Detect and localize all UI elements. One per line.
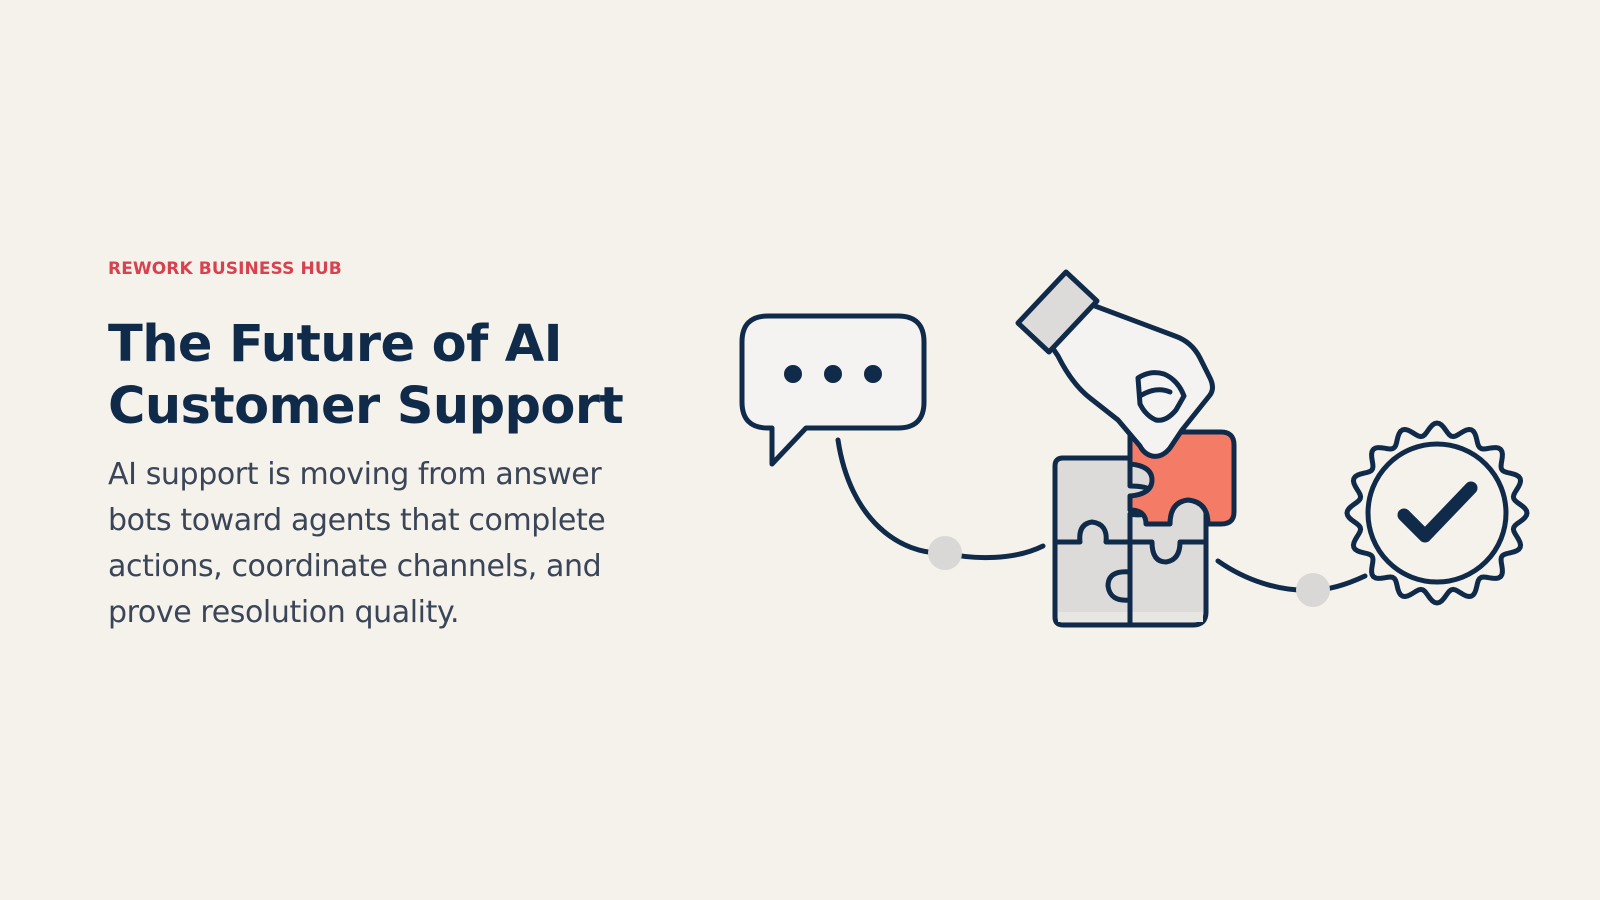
verified-badge-icon xyxy=(1344,420,1530,606)
page-title-line-1: The Future of AI xyxy=(108,315,563,374)
page-title-line-2: Customer Support xyxy=(108,377,624,436)
hero-description: AI support is moving from answer bots to… xyxy=(108,457,606,630)
connector-line-right xyxy=(1215,558,1368,593)
hero-text: REWORK BUSINESS HUB The Future of AI Cus… xyxy=(108,258,668,636)
connector-dot-right xyxy=(1296,573,1330,607)
chat-bubble-icon xyxy=(739,313,927,467)
page-title: The Future of AI Customer Support xyxy=(108,314,668,438)
puzzle-icon xyxy=(1052,429,1237,628)
brand-eyebrow: REWORK BUSINESS HUB xyxy=(108,259,342,279)
hand-icon xyxy=(1015,269,1215,459)
connector-dot-left xyxy=(928,536,962,570)
